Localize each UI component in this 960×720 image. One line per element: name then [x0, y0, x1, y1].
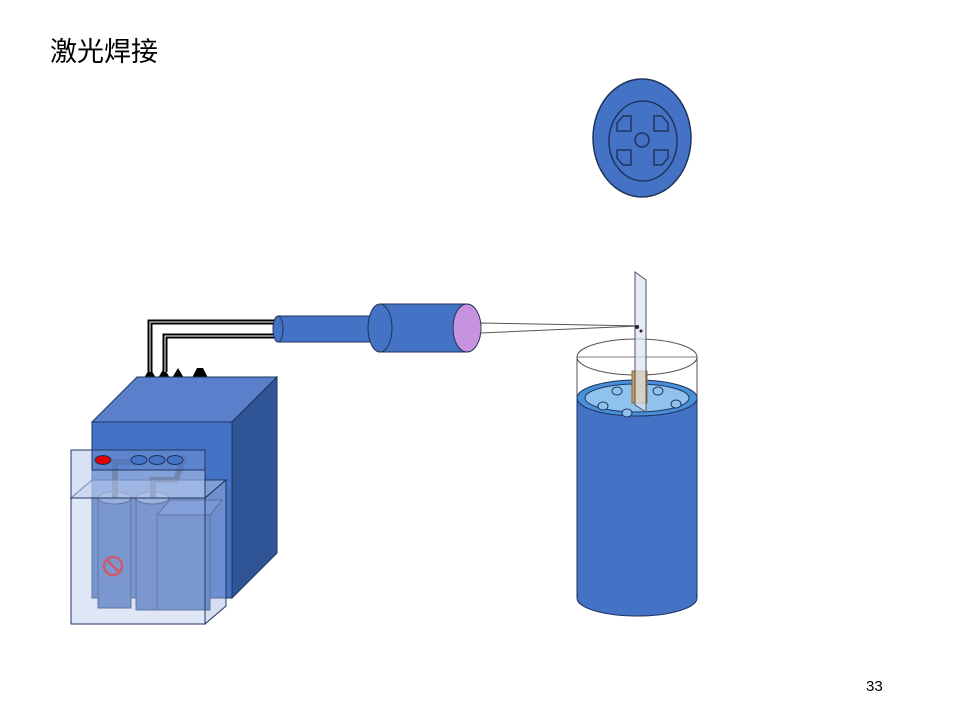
terminal-lead	[634, 271, 647, 413]
indicator-light	[148, 455, 166, 465]
indicator-light	[166, 455, 184, 465]
indicator-light	[130, 455, 148, 465]
slide-title: 激光焊接	[50, 37, 158, 68]
control-panel	[70, 449, 206, 499]
capacitor-top-view	[592, 78, 692, 198]
water-bubbles	[597, 386, 682, 418]
prohibition-sign-icon	[102, 555, 124, 577]
lens	[452, 303, 482, 353]
laser-power-cabinet	[69, 368, 279, 626]
laser-head	[272, 303, 482, 353]
cable-connectors	[144, 368, 208, 378]
glass-enclosure	[69, 478, 228, 626]
capacitor-cylinder	[576, 271, 698, 617]
power-cables	[147, 319, 275, 372]
red-indicator-light	[94, 455, 112, 465]
page-number: 33	[866, 678, 883, 695]
weld-spot	[635, 325, 639, 329]
laser-beam	[480, 322, 641, 334]
